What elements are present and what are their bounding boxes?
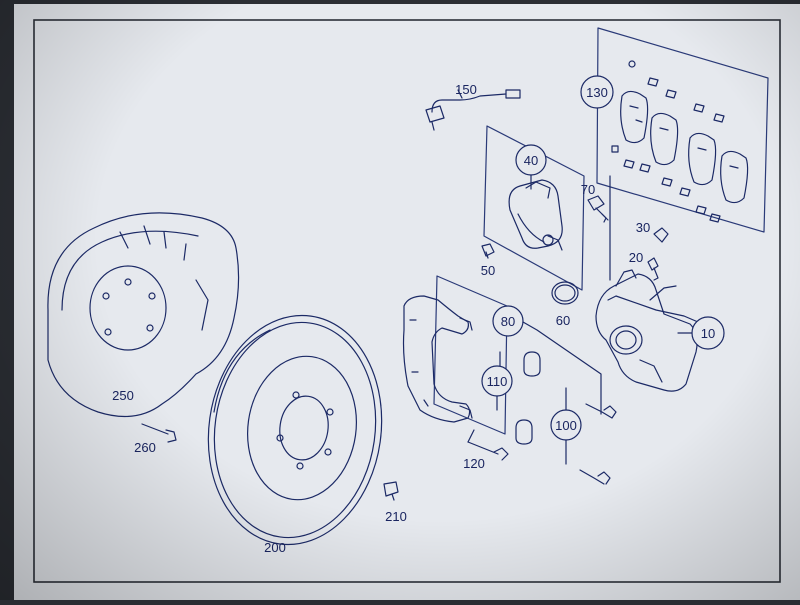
part-number-30: 30 <box>636 220 650 235</box>
shield-bolt-icon <box>141 423 177 443</box>
plug-50-group[interactable] <box>481 243 495 259</box>
callout-circle-80 <box>492 305 524 337</box>
part-number-150: 150 <box>455 82 477 97</box>
part-number-130: 130 <box>586 85 608 100</box>
guide-boot-upper-icon <box>523 351 541 377</box>
part-number-110: 110 <box>487 374 508 389</box>
sensor-probe-icon <box>425 105 445 131</box>
bracket-bolt-group[interactable] <box>467 429 509 461</box>
part-number-50: 50 <box>481 263 495 278</box>
bracket-outline <box>433 275 508 435</box>
guide-boot-lower-icon <box>515 419 533 445</box>
actuator-outline <box>483 125 585 291</box>
part-number-10: 10 <box>701 326 715 341</box>
brake-pad-icon <box>620 90 749 204</box>
o-ring-group[interactable] <box>551 281 579 305</box>
cap-30-group[interactable] <box>653 227 669 243</box>
disc-hat-icon <box>246 355 358 501</box>
bleeder-screw-icon <box>647 257 659 281</box>
bracket-bolt-icon <box>467 441 509 461</box>
part-number-260: 260 <box>134 440 156 455</box>
plug-icon <box>481 243 495 259</box>
splash-shield-icon <box>47 212 240 418</box>
disc-screw-group[interactable] <box>383 481 399 501</box>
part-number-100: 100 <box>555 418 577 433</box>
sensor-connector-icon <box>505 89 521 99</box>
caliper-bolt-lower-icon <box>579 469 611 485</box>
caliper-bolts-group[interactable] <box>550 387 617 485</box>
actuator-body-icon <box>508 179 563 249</box>
diagram-frame <box>33 19 781 583</box>
brake-pad-set-group[interactable] <box>580 27 769 233</box>
brake-disc-icon <box>207 314 383 546</box>
shield-bolt-group[interactable] <box>141 423 177 443</box>
part-number-70: 70 <box>581 182 595 197</box>
pad-clip-icons <box>611 60 725 223</box>
caliper-housing-group[interactable] <box>595 175 725 392</box>
guide-boot-group[interactable] <box>481 351 541 445</box>
pad-set-outline <box>596 27 769 233</box>
caliper-bolt-upper-icon <box>585 403 617 419</box>
bleeder-20-group[interactable] <box>647 257 659 281</box>
dust-cap-icon <box>653 227 669 243</box>
part-number-250: 250 <box>112 388 134 403</box>
callout-circle-130 <box>580 75 614 109</box>
part-number-60: 60 <box>556 313 570 328</box>
parking-brake-actuator-group[interactable] <box>483 125 585 291</box>
bolt-70-group[interactable] <box>587 195 609 223</box>
disc-center-bore <box>279 395 329 461</box>
wear-sensor-group[interactable] <box>425 89 521 131</box>
splash-shield-group[interactable] <box>47 212 240 418</box>
part-number-40: 40 <box>524 153 538 168</box>
brake-disc-group[interactable] <box>194 304 396 556</box>
part-number-80: 80 <box>501 314 515 329</box>
sensor-cable <box>431 93 507 113</box>
disc-screw-icon <box>383 481 399 501</box>
caliper-bracket-group[interactable] <box>402 275 602 435</box>
part-number-210: 210 <box>385 509 407 524</box>
part-number-20: 20 <box>629 250 643 265</box>
part-number-200: 200 <box>264 540 286 555</box>
bracket-body-icon <box>402 295 471 423</box>
caliper-body-icon <box>595 273 698 392</box>
o-ring-icon <box>551 281 579 305</box>
part-number-120: 120 <box>463 456 485 471</box>
